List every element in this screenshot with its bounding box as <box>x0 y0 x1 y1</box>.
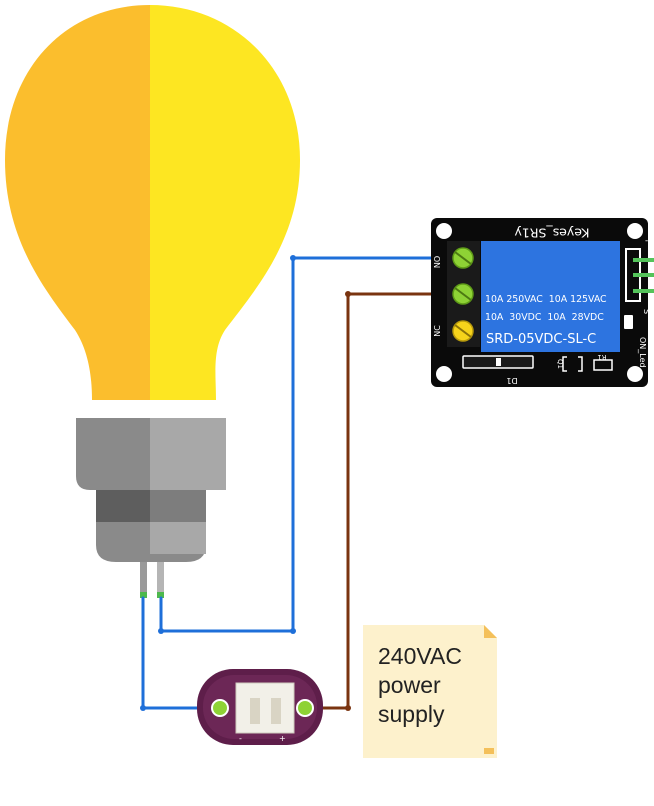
r1-label: R1 <box>597 353 606 361</box>
status-led <box>624 315 633 329</box>
wire-connector-to-relay <box>305 292 463 710</box>
note-line-3: supply <box>378 701 445 727</box>
mount-hole <box>436 366 452 382</box>
rating-line-2: 10A 30VDC 10A 28VDC <box>485 312 604 323</box>
bulb-leg-left <box>140 562 147 598</box>
connector-minus-label: - <box>239 734 242 743</box>
q1-label: Q1 <box>556 359 564 369</box>
header-pin-s[interactable] <box>633 258 654 262</box>
relay-model: SRD-05VDC-SL-C <box>486 332 596 347</box>
note-line-2: power <box>378 672 441 698</box>
note-paper <box>363 625 497 758</box>
mount-hole <box>436 223 452 239</box>
relay-module: Keyes_SR1y NO NC 10A 250VAC 10A 125VAC 1… <box>431 218 654 387</box>
led-label: ON_Led <box>638 337 647 368</box>
light-bulb <box>5 5 300 598</box>
header-pin-gnd[interactable] <box>633 289 654 293</box>
note-fold <box>484 625 497 638</box>
pin-label-no: NO <box>433 256 442 268</box>
mount-hole <box>627 223 643 239</box>
mount-hole <box>627 366 643 382</box>
header-minus-label: - <box>645 236 648 246</box>
bulb-glass-right <box>150 5 300 400</box>
header-s-label: S <box>642 309 651 314</box>
power-connector: - + <box>197 669 323 745</box>
relay-coil <box>481 241 620 352</box>
power-supply-note: 240VAC power supply <box>363 625 497 758</box>
wires <box>140 255 463 711</box>
resistor-r1 <box>593 359 613 371</box>
d1-label: D1 <box>506 376 517 385</box>
bulb-glass-left <box>5 5 150 400</box>
connector-pin-minus[interactable] <box>211 699 229 717</box>
header-pin-vcc[interactable] <box>633 273 654 277</box>
pin-label-nc: NC <box>433 325 442 337</box>
connector-pin-plus[interactable] <box>296 699 314 717</box>
bulb-leg-right <box>157 562 164 598</box>
transistor-q1 <box>562 356 583 372</box>
rating-line-1: 10A 250VAC 10A 125VAC <box>485 294 607 305</box>
connector-plus-label: + <box>279 734 286 743</box>
connector-housing <box>235 682 295 734</box>
relay-module-label: Keyes_SR1y <box>514 226 590 241</box>
note-line-1: 240VAC <box>378 643 462 669</box>
